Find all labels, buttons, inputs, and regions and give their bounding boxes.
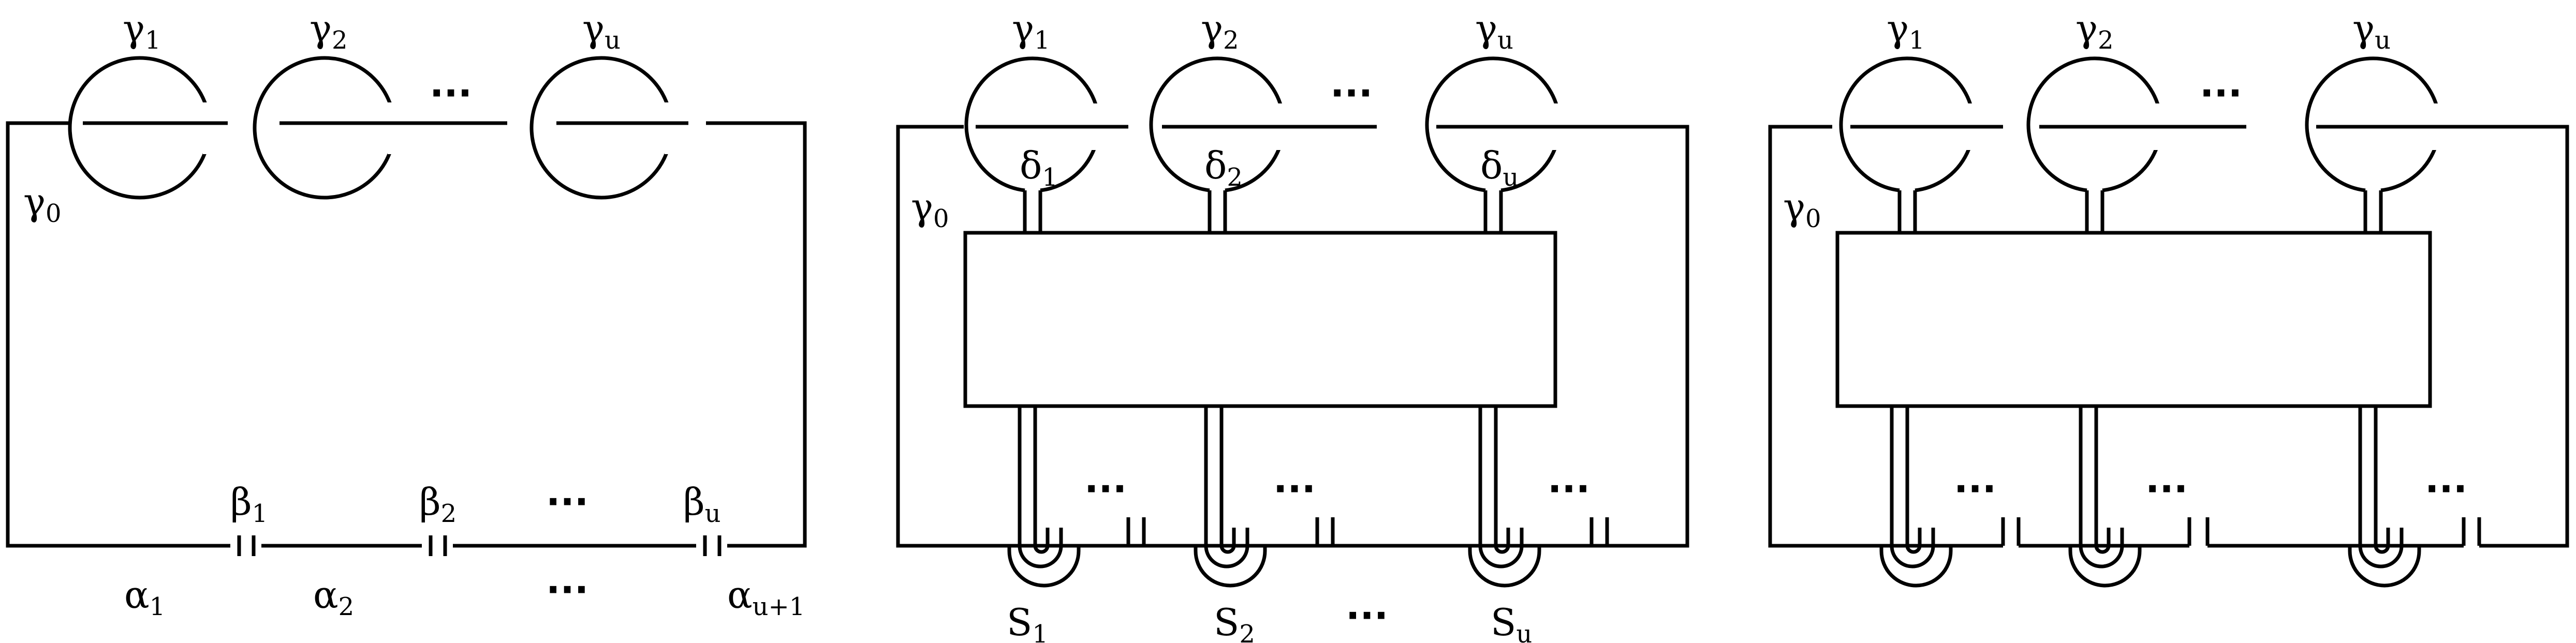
panel-3-gamma-2-label: γ2 (2075, 7, 2114, 55)
panel-2-lower-tubes (1007, 406, 1609, 588)
panel-2-gamma-0-label: γ0 (911, 185, 949, 233)
panel-3-gamma-u-label: γu (2352, 7, 2391, 55)
panel-1-bottom-ellipsis-2: ··· (546, 568, 588, 611)
panel-1-gamma-2-label: γ2 (310, 7, 348, 55)
panel-2-gamma-1-label: γ1 (1012, 7, 1050, 55)
panel-1-bottom-ellipsis-1: ··· (546, 480, 588, 524)
panel-3: γ1 γ2 γu γ0 ··· ··· ··· ··· (1768, 7, 2569, 588)
panel-1-gap-2 (388, 102, 429, 154)
panel-2-s-1-label: S1 (1007, 601, 1048, 643)
panel-2-top-ellipsis: ··· (1330, 71, 1373, 115)
panel-2-circle-u (1425, 56, 1562, 192)
panel-2-boundary-curve (896, 125, 1689, 548)
panel-1-beta-1-label: β1 (230, 480, 268, 528)
panel-3-lower-tubes (1879, 406, 2481, 588)
panel-2-gamma-2-label: γ2 (1201, 7, 1239, 55)
panel-1-gap-u (665, 102, 706, 154)
panel-1-gamma-1-label: γ1 (123, 7, 161, 55)
panel-3-top-ellipsis: ··· (2200, 71, 2242, 115)
panel-3-ellipsis-2: ··· (2145, 467, 2188, 511)
panel-2-ellipsis-2: ··· (1273, 467, 1316, 511)
panel-3-boundary-curve (1768, 125, 2003, 548)
panel-1-boundary-curve (6, 121, 807, 548)
panel-3-box (1835, 231, 2432, 408)
panel-3-gamma-1-label: γ1 (1887, 7, 1925, 55)
panel-3-gamma-0-label: γ0 (1783, 185, 1821, 233)
panel-2-circle-1 (964, 56, 1101, 192)
panel-2-s-2-label: S2 (1214, 601, 1255, 643)
panel-2-delta-2-label: δ2 (1204, 144, 1243, 192)
panel-1-alpha-2-label: α2 (313, 573, 354, 621)
panel-1-alpha-1-label: α1 (124, 573, 165, 621)
panel-1-beta-ticks (230, 533, 727, 559)
panel-1-gamma-0-label: γ0 (23, 180, 62, 228)
panel-2-gamma-u-label: γu (1475, 7, 1513, 55)
panel-3-ellipsis-1: ··· (1954, 467, 1996, 511)
panel-3-circle-u (2305, 56, 2441, 192)
panel-1-circle-u (529, 56, 673, 200)
panel-2-circle-2 (1149, 56, 1286, 192)
panel-1-top-ellipsis: ··· (430, 71, 472, 115)
panel-3-circle-1 (1839, 56, 1976, 192)
panel-1-gap-1 (203, 102, 244, 154)
panel-2-delta-1-label: δ1 (1020, 144, 1058, 192)
panel-1-beta-u-label: βu (683, 480, 721, 528)
panel-3-ellipsis-u: ··· (2425, 467, 2467, 511)
panel-1-alpha-u1-label: αu+1 (727, 573, 805, 621)
panel-1-circle-1 (68, 56, 212, 200)
panel-1-circle-2 (253, 56, 396, 200)
panel-1: γ1 γ2 γu γ0 ··· β1 β2 ··· βu α1 α2 ··· α… (6, 7, 807, 621)
panel-2-delta-u-label: δu (1480, 144, 1519, 192)
panel-2: γ1 γ2 γu γ0 δ1 δ2 δu ··· ··· ··· ··· S1 … (896, 7, 1689, 643)
panel-2-box (963, 231, 1557, 408)
panel-1-beta-2-label: β2 (419, 480, 457, 528)
panel-1-gamma-u-label: γu (582, 7, 621, 55)
panel-2-ellipsis-1: ··· (1084, 467, 1127, 511)
panel-2-s-u-label: Su (1491, 601, 1532, 643)
panel-2-ellipsis-u: ··· (1548, 467, 1590, 511)
panel-2-bottom-ellipsis: ··· (1346, 594, 1388, 637)
panel-2-upper-tubes (1023, 190, 1503, 233)
panel-3-circle-2 (2026, 56, 2163, 192)
panel-3-upper-tubes (1897, 190, 2383, 233)
panel-3-boundary-right (2371, 125, 2569, 548)
